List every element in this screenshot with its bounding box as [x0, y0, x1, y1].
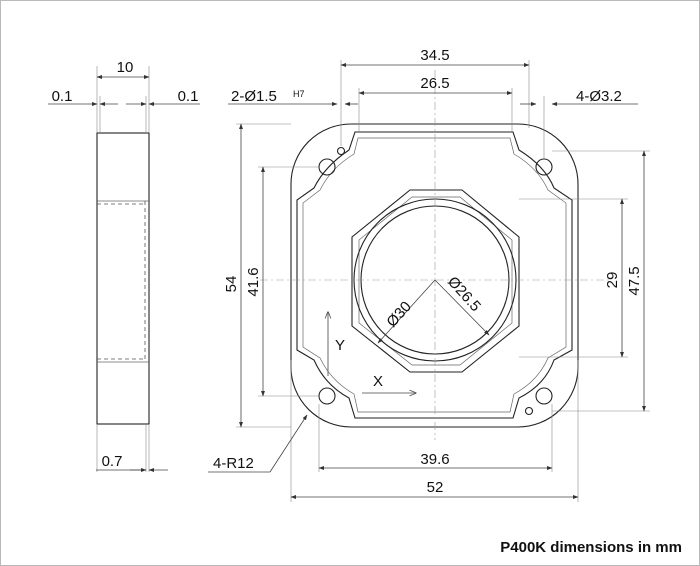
dim-chamfer-right-label: 0.1: [178, 88, 199, 105]
pin-hole-bottom: [524, 406, 534, 416]
drawing-caption: P400K dimensions in mm: [500, 539, 682, 556]
side-view-outline: [96, 132, 150, 425]
holes-small-label: 2-Ø1.5: [231, 88, 277, 105]
holes-large-label: 4-Ø3.2: [576, 88, 622, 105]
x-axis-label: X: [373, 373, 383, 390]
dim-39-6-label: 39.6: [420, 451, 449, 468]
holes-small-tolerance: H7: [293, 89, 305, 99]
front-view: Y X 34.5 26.5 2-Ø1.5 H7 4-Ø3.2 54 41.6: [208, 47, 650, 502]
dim-54-label: 54: [223, 276, 240, 293]
dim-47-5-label: 47.5: [626, 266, 643, 295]
leader-bore-inner: [434, 279, 490, 336]
mount-hole-bottom-left: [318, 387, 336, 405]
dim-34-5-label: 34.5: [420, 47, 449, 64]
mount-hole-top-left: [318, 158, 336, 176]
dim-lip-label: 0.7: [102, 453, 123, 470]
bore-outer-label: Ø30: [383, 298, 415, 330]
side-view: 10 0.1 0.1 0.7: [48, 59, 200, 472]
dim-29-label: 29: [604, 272, 621, 289]
y-axis-label: Y: [335, 337, 345, 354]
inner-recess: [296, 131, 573, 419]
outer-profile: [290, 123, 579, 428]
dim-chamfer-left-label: 0.1: [52, 88, 73, 105]
pin-hole-top: [336, 146, 346, 156]
dim-52-label: 52: [427, 479, 444, 496]
dim-41-6-label: 41.6: [245, 267, 262, 296]
dim-26-5-label: 26.5: [420, 75, 449, 92]
mount-hole-bottom-right: [535, 387, 553, 405]
bore-inner-label: Ø26.5: [444, 273, 484, 315]
corner-radius-label: 4-R12: [213, 455, 254, 472]
leader-bore-outer: [377, 279, 436, 344]
dim-thickness-label: 10: [117, 59, 134, 76]
lens-seat: [351, 189, 520, 373]
mount-hole-top-right: [535, 158, 553, 176]
